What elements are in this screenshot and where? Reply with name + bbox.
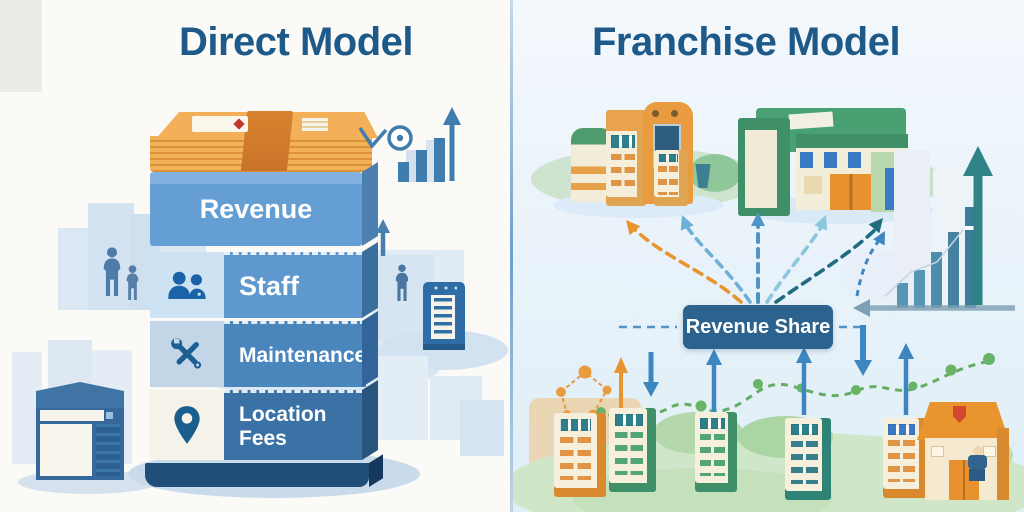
crossed-tools-icon	[171, 338, 202, 369]
vm-window-slots	[560, 418, 592, 431]
vending-machine	[606, 110, 646, 206]
vending-machine-blue	[423, 282, 465, 350]
vending-machine-lights	[431, 286, 457, 290]
franchise-vending-machine	[785, 418, 831, 500]
vm-window-slots	[610, 134, 635, 149]
banknote-bundle-icon	[150, 106, 380, 174]
revenue-label: Revenue	[199, 193, 313, 224]
kiosk-top-light	[106, 412, 113, 419]
vm-window-slots	[700, 417, 726, 429]
house-facade	[925, 438, 1003, 500]
franchise-vending-building	[738, 118, 790, 216]
house-shield-icon	[953, 406, 966, 423]
vm-product-rows	[658, 165, 679, 195]
person-body	[968, 455, 987, 469]
vm-window-slots	[888, 423, 916, 435]
small-city-arrow	[376, 219, 390, 256]
right-panel-title: Franchise Model	[591, 20, 901, 64]
vending-machine-small	[654, 150, 688, 206]
vm-window-slots	[790, 423, 819, 436]
kiosk-side-vents	[96, 424, 120, 476]
staff-icon-cell	[150, 252, 224, 318]
staff-people-icon	[168, 271, 206, 299]
vending-machine-base	[423, 344, 465, 350]
fan-out-dashed-arrows	[631, 222, 881, 304]
location-icon-cell	[150, 390, 224, 460]
vm-product-rows	[790, 440, 819, 484]
vm-product-rows	[888, 440, 916, 482]
vm-product-rows	[610, 154, 635, 191]
stack-base	[145, 454, 383, 487]
trash-bin-icon	[695, 164, 711, 188]
panel-divider	[510, 0, 513, 512]
left-decor-chart	[358, 107, 461, 256]
bottom-flow-arrows	[614, 343, 914, 415]
maintenance-label: Maintenance	[239, 343, 367, 367]
left-panel-title: Direct Model	[178, 20, 414, 64]
vm-dot	[652, 110, 659, 117]
sitting-person	[965, 446, 991, 482]
revenue-share-label: Revenue Share	[685, 315, 831, 338]
vm-dot	[671, 110, 678, 117]
vm-product-rows	[614, 431, 643, 476]
pedestrian-adult-icon	[103, 247, 121, 296]
franchise-vending-machine	[609, 408, 656, 492]
revenue-share-box: Revenue Share	[683, 305, 833, 349]
vending-window-grid	[745, 130, 777, 208]
storefront-roofband	[796, 134, 908, 148]
corner-decor	[0, 0, 42, 92]
franchise-vending-machine	[695, 412, 737, 492]
house-pillar	[997, 428, 1009, 500]
franchise-vending-machine	[554, 413, 606, 497]
chair	[969, 469, 985, 481]
staff-label-area: Staff	[224, 252, 362, 318]
axis-diamond-arrowhead	[853, 299, 870, 317]
pedestrian-icon	[395, 264, 409, 301]
growth-bar-chart	[853, 146, 1015, 376]
vm-product-rows	[700, 434, 726, 476]
skyline-building	[460, 400, 504, 456]
banknote-stamp	[302, 118, 328, 131]
maintenance-label-area: Maintenance	[224, 321, 367, 387]
location-fees-label-area: Location Fees	[224, 390, 362, 460]
kiosk-button-grid	[40, 424, 92, 476]
fan-arrowheads	[626, 212, 883, 236]
skyline-building	[58, 228, 92, 310]
vm-window-slots	[614, 413, 643, 426]
stack-layer-revenue: Revenue	[150, 162, 378, 246]
franchise-model-panel: Franchise Model	[513, 0, 1024, 512]
vm-window-slots	[658, 153, 679, 162]
stack-layer-location-fees: Location Fees	[150, 380, 378, 460]
banknote-label	[192, 116, 248, 132]
stack-layer-staff: Staff	[150, 242, 378, 318]
cost-stack: Revenue Staff	[145, 106, 383, 506]
kiosk-body	[36, 408, 124, 480]
storefront-window	[804, 176, 822, 194]
vending-machine-panel	[431, 295, 455, 339]
vm-product-rows	[560, 436, 592, 481]
location-pin-icon	[174, 406, 200, 444]
mini-growth-chart	[358, 107, 461, 182]
person-head	[973, 446, 983, 456]
house-window	[931, 446, 944, 457]
location-fees-label: Location Fees	[239, 402, 327, 450]
pedestrian-child-icon	[126, 265, 139, 300]
kiosk-top-strip	[40, 410, 104, 421]
flow-overlay	[556, 146, 1015, 430]
storefront-doors	[830, 174, 872, 210]
vm-header	[606, 110, 646, 132]
stack-layer-maintenance: Maintenance	[150, 311, 378, 387]
card-decor	[846, 252, 902, 298]
staff-label: Staff	[239, 271, 299, 301]
maintenance-icon-cell	[150, 321, 224, 387]
direct-model-panel: Direct Model	[0, 0, 510, 512]
house-window	[983, 446, 996, 457]
skyline-building	[368, 356, 428, 440]
